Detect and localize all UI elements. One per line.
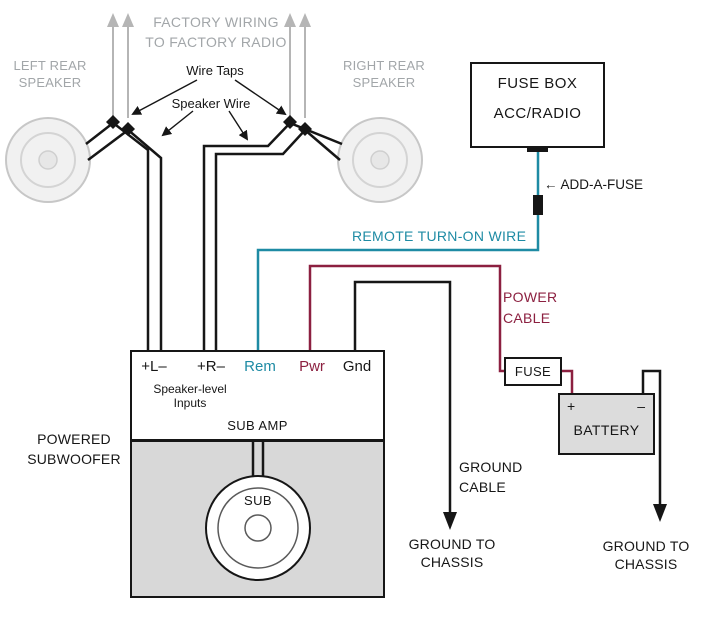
ground-arrow-left xyxy=(443,512,457,530)
powered-subwoofer-label: POWERED SUBWOOFER xyxy=(27,431,121,467)
sub-amp-box: +L– +R– Rem Pwr Gnd Speaker-level Inputs… xyxy=(130,350,385,441)
ground-cable-path xyxy=(353,280,457,530)
add-a-fuse-label: ← ADD-A-FUSE xyxy=(544,177,644,192)
power-cable-label: POWER CABLE xyxy=(503,289,558,326)
left-rear-speaker-icon xyxy=(5,117,91,203)
factory-wiring-arrows xyxy=(107,13,311,118)
battery-plus-terminal: + xyxy=(567,398,576,414)
right-rear-speaker-label: RIGHT REAR SPEAKER xyxy=(343,58,425,90)
acc-radio-label: ACC/RADIO xyxy=(493,105,582,122)
subwoofer-box xyxy=(130,440,385,598)
ground-arrow-right xyxy=(653,504,667,522)
ground-to-chassis-label-right: GROUND TO CHASSIS xyxy=(602,538,690,572)
terminal-pwr: Pwr xyxy=(299,358,325,375)
sub-amp-label: SUB AMP xyxy=(227,418,288,433)
factory-wiring-label: FACTORY WIRING TO FACTORY RADIO xyxy=(145,14,287,50)
battery: + – BATTERY xyxy=(558,393,655,455)
fuse-holder: FUSE xyxy=(504,357,562,386)
amp-input-wires xyxy=(111,121,307,352)
wire-tap-marks xyxy=(106,115,312,136)
battery-label: BATTERY xyxy=(573,422,640,438)
sub-speaker-icon xyxy=(205,475,311,581)
speaker-stub-wires xyxy=(85,121,343,161)
speaker-wire-label: Speaker Wire xyxy=(171,96,251,111)
battery-minus-terminal: – xyxy=(637,398,645,414)
right-rear-speaker-icon xyxy=(337,117,423,203)
speaker-level-inputs-label: Speaker-level Inputs xyxy=(153,382,227,410)
ground-to-chassis-label-left: GROUND TO CHASSIS xyxy=(408,536,496,570)
terminal-right-input: +R– xyxy=(197,358,225,375)
terminal-left-input: +L– xyxy=(141,358,167,375)
battery-ground-path xyxy=(641,369,667,522)
fuse-box-title: FUSE BOX xyxy=(497,75,578,92)
remote-turn-on-wire-label: REMOTE TURN-ON WIRE xyxy=(352,228,527,244)
fuse-box: FUSE BOX ACC/RADIO xyxy=(470,62,605,148)
add-a-fuse-block xyxy=(533,195,543,215)
wire-taps-label: Wire Taps xyxy=(186,63,244,78)
left-rear-speaker-label: LEFT REAR SPEAKER xyxy=(13,58,87,90)
ground-cable-label: GROUND CABLE xyxy=(459,459,523,495)
callout-arrows xyxy=(131,79,287,141)
terminal-rem: Rem xyxy=(244,358,276,375)
sub-label: SUB xyxy=(244,493,272,508)
power-cable-path xyxy=(308,264,574,395)
terminal-gnd: Gnd xyxy=(342,358,372,375)
